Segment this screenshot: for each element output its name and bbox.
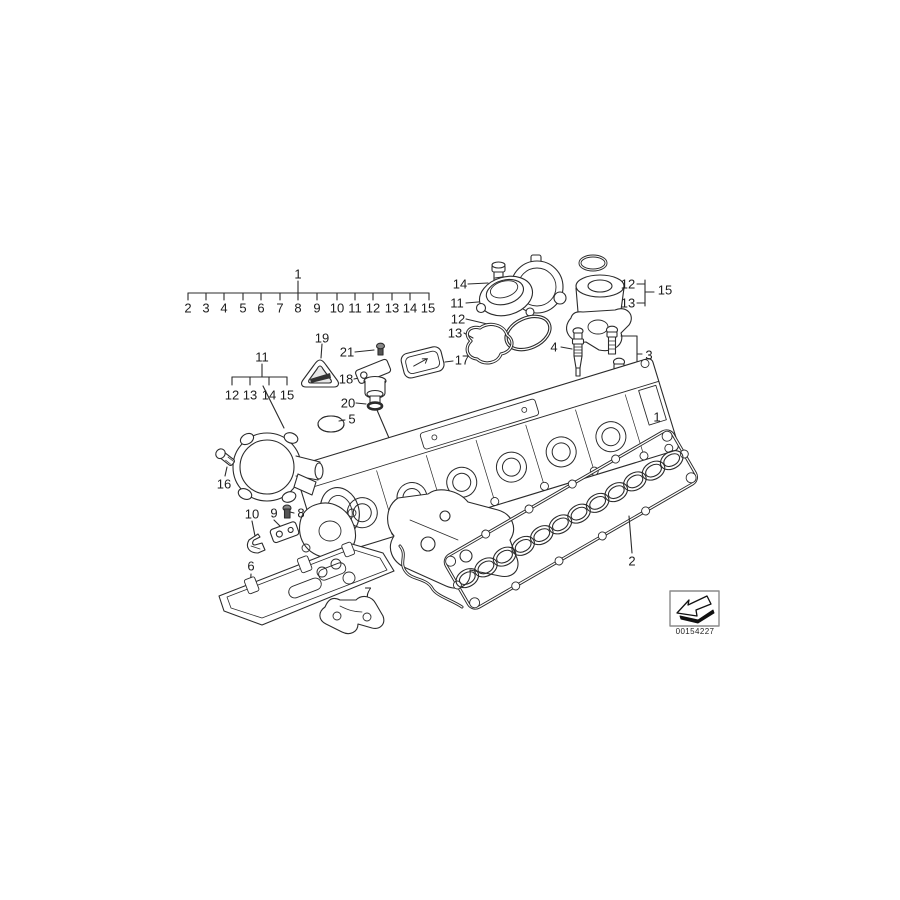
leader-lines: [338, 419, 346, 422]
callout-sub-14: 14: [261, 387, 277, 403]
callout-cap-5: 5: [348, 411, 356, 427]
direction-arrow-icon: [679, 609, 715, 624]
callout-screw-16: 16: [216, 476, 232, 492]
callout-neck-13: 13: [620, 295, 636, 311]
camshaft-sensor-drawing: [353, 342, 396, 453]
callout-ruler-14: 14: [402, 300, 418, 316]
cap-5-drawing: [317, 415, 345, 433]
callout-subassembly-11: 11: [255, 349, 269, 365]
callout-cover-1: 1: [653, 409, 661, 425]
callout-sub-12: 12: [224, 387, 240, 403]
callout-ruler-8: 8: [294, 300, 302, 316]
callout-bracket-7: 7: [364, 584, 372, 600]
throttle-body-drawing: [215, 432, 324, 503]
callout-gasket-13: 13: [447, 325, 463, 341]
sub-bracket-11-lines: [231, 363, 288, 429]
callout-assembly-1: 1: [294, 266, 302, 282]
doc-stamp: [669, 590, 720, 627]
callout-ruler-3: 3: [202, 300, 210, 316]
callout-ruler-9: 9: [313, 300, 321, 316]
small-parts-8-9-10-drawing: [246, 504, 300, 554]
warning-label-drawing: [301, 343, 339, 388]
callout-sensor-4: 4: [550, 339, 558, 355]
callout-ruler-7: 7: [276, 300, 284, 316]
doc-number: 00154227: [675, 627, 715, 636]
callout-group-15: 15: [657, 282, 673, 298]
assembly-bracket-lines: [187, 280, 430, 301]
callout-sensor-18: 18: [338, 371, 354, 387]
callout-clip-10: 10: [244, 506, 260, 522]
gasket-2-drawing: [398, 429, 698, 610]
callout-ruler-6: 6: [257, 300, 265, 316]
callout-ruler-12: 12: [365, 300, 381, 316]
heat-shield-drawing: [218, 541, 395, 626]
callout-gasket-2: 2: [628, 553, 636, 569]
callout-sub-15: 15: [279, 387, 295, 403]
callout-ruler-4: 4: [220, 300, 228, 316]
callout-warning-label-19: 19: [314, 330, 330, 346]
callout-bolt-14: 14: [452, 276, 468, 292]
callout-bolts-3: 3: [645, 347, 653, 363]
callout-gasket-12: 12: [450, 311, 466, 327]
callout-breather-11: 11: [450, 295, 464, 311]
sensor-4-drawing: [560, 327, 585, 377]
callout-ruler-11: 11: [348, 300, 362, 316]
callout-heatshield-6: 6: [247, 558, 255, 574]
callout-ruler-13: 13: [384, 300, 400, 316]
callout-pad-17: 17: [454, 352, 470, 368]
callout-oring-20: 20: [340, 395, 356, 411]
breather-assembly-drawing: [463, 254, 567, 365]
callout-oring-12: 12: [620, 276, 636, 292]
valve-cover-drawing: [294, 358, 679, 589]
callout-bolt-8: 8: [297, 505, 305, 521]
callout-ruler-10: 10: [329, 300, 345, 316]
callout-bracket-9: 9: [270, 505, 278, 521]
bracket-7-drawing: [319, 595, 385, 635]
callout-sub-13: 13: [242, 387, 258, 403]
callout-ruler-2: 2: [184, 300, 192, 316]
callout-ruler-15: 15: [420, 300, 436, 316]
callout-ruler-5: 5: [239, 300, 247, 316]
pad-17-drawing: [400, 346, 454, 379]
callout-screw-21: 21: [339, 344, 355, 360]
